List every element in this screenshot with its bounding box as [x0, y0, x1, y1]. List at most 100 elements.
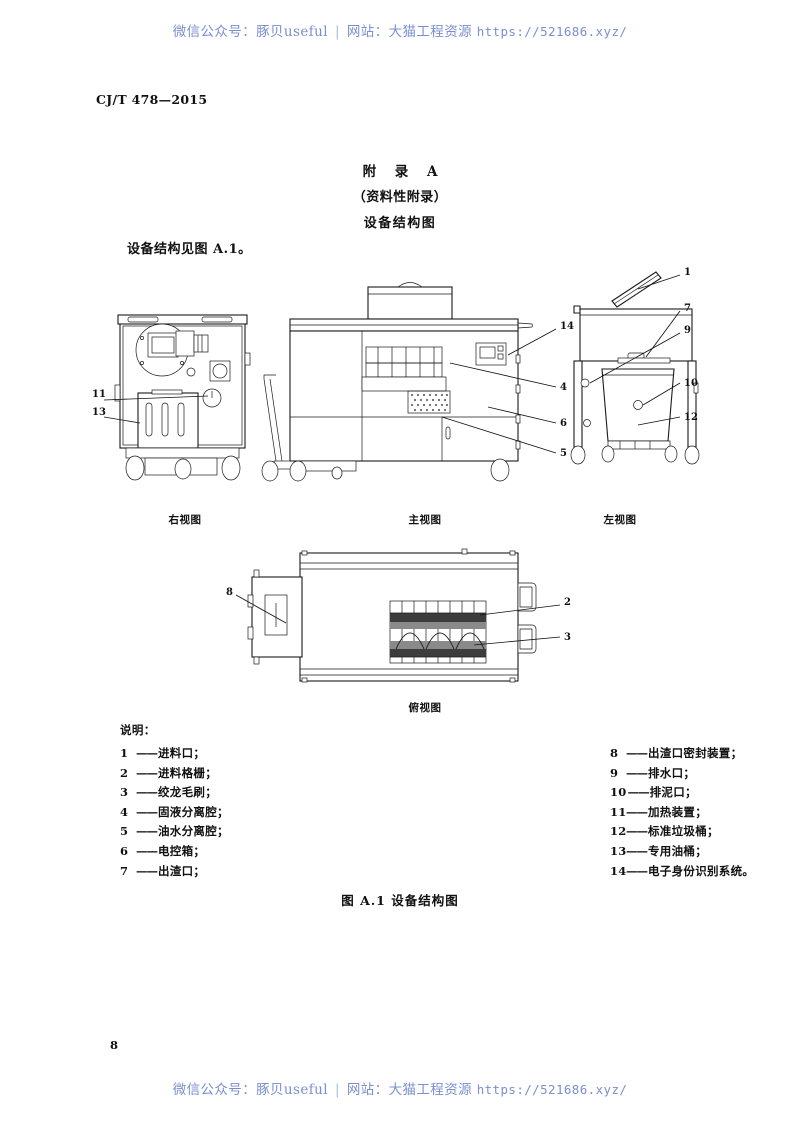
callout-10-left-view: 10 — [684, 378, 698, 389]
legend-item: 7 ——出渣口； — [120, 862, 410, 882]
legend-dash: —— — [136, 785, 158, 800]
watermark-separator: | — [334, 1082, 340, 1098]
callout-5-main-view: 5 — [560, 448, 567, 459]
legend-dash: —— — [626, 863, 648, 878]
callout-11-right-view: 11 — [92, 389, 106, 400]
legend-dash: —— — [626, 843, 648, 858]
legend-item-label: 标准垃圾桶； — [648, 824, 719, 839]
legend-item-label: 排水口； — [648, 765, 696, 780]
legend-item-label: 排泥口； — [649, 785, 697, 800]
legend-item-label: 出渣口； — [158, 863, 206, 878]
callout-13-right-view: 13 — [92, 407, 106, 418]
legend-item-label: 绞龙毛刷； — [158, 785, 217, 800]
legend-item: 10——排泥口； — [410, 783, 700, 803]
legend-item-number: 13 — [610, 843, 627, 858]
watermark-site-label: 网站：大猫工程资源 — [346, 1082, 472, 1098]
legend-dash: —— — [626, 804, 648, 819]
legend-dash: —— — [136, 765, 158, 780]
legend-dash: —— — [136, 843, 158, 858]
legend-item-label: 专用油桶； — [648, 843, 707, 858]
legend-item: 14——电子身份识别系统。 — [410, 862, 754, 882]
legend-item-label: 固液分离腔； — [158, 804, 229, 819]
legend-item: 6 ——电控箱； — [120, 842, 410, 862]
watermark-url: https://521686.xyz/ — [476, 24, 628, 39]
legend-item-number: 8 — [610, 746, 619, 760]
callout-2-top-view: 2 — [564, 597, 571, 608]
watermark-separator: | — [334, 24, 340, 40]
legend-item-number: 4 — [120, 804, 129, 819]
legend-item: 3 ——绞龙毛刷； — [120, 783, 410, 803]
watermark-wechat-label: 微信公众号：豚贝useful — [172, 1082, 328, 1098]
callout-7-left-view: 7 — [684, 303, 691, 314]
legend-item-number: 9 — [610, 765, 619, 780]
legend-item: 9 ——排水口； — [410, 764, 700, 784]
annex-name: 设备结构图 — [363, 216, 437, 231]
legend-item-label: 出渣口密封装置； — [648, 746, 743, 760]
legend-item-label: 油水分离腔； — [158, 824, 229, 839]
watermark-header: 微信公众号：豚贝useful | 网站：大猫工程资源 https://521686.… — [0, 20, 800, 40]
legend-title: 说明： — [120, 723, 156, 737]
legend-dash: —— — [627, 785, 650, 800]
legend-dash: —— — [626, 824, 648, 839]
callout-3-top-view: 3 — [564, 632, 571, 643]
legend-item-label: 电控箱； — [158, 843, 206, 858]
legend-item-number: 1 — [120, 746, 129, 760]
legend-item: 12——标准垃圾桶； — [410, 822, 719, 842]
view-caption-top: 俯视图 — [408, 702, 442, 714]
equipment-structure-figure: 11 13 — [90, 265, 710, 715]
annex-type: （资料性附录） — [352, 190, 448, 205]
legend-item-number: 3 — [120, 785, 129, 800]
watermark-site-label: 网站：大猫工程资源 — [346, 24, 472, 40]
main-view-drawing: 14 4 6 5 — [261, 282, 574, 482]
callout-8-top-view: 8 — [226, 587, 233, 598]
legend-item: 8 ——出渣口密封装置； — [410, 744, 742, 764]
legend-item-number: 7 — [120, 863, 129, 878]
watermark-wechat-label: 微信公众号：豚贝useful — [172, 24, 328, 40]
legend-dash: —— — [626, 746, 648, 760]
callout-12-left-view: 12 — [684, 412, 698, 423]
legend-dash: —— — [136, 824, 158, 839]
legend-item-number: 5 — [120, 824, 129, 839]
standard-code: CJ/T 478—2015 — [96, 92, 208, 107]
view-caption-right: 右视图 — [168, 514, 202, 526]
legend-item: 4 ——固液分离腔； — [120, 803, 410, 823]
right-view-drawing: 11 13 — [92, 314, 251, 481]
callout-1-left-view: 1 — [684, 267, 691, 278]
legend-item: 5 ——油水分离腔； — [120, 822, 410, 842]
view-caption-main: 主视图 — [408, 514, 442, 526]
figure-caption: 图 A.1 设备结构图 — [341, 893, 459, 908]
watermark-url: https://521686.xyz/ — [476, 1082, 628, 1097]
annex-label: 附 录 A — [362, 164, 445, 180]
callout-6-main-view: 6 — [560, 418, 567, 429]
legend-block: 说明： 1——进料口； 2——进料格栅； 3——绞龙毛刷； 4——固液分离腔； … — [120, 722, 754, 882]
legend-item: 1 ——进料口； — [120, 744, 410, 764]
callout-9-left-view: 9 — [684, 325, 691, 336]
legend-column-right: 8——出渣口密封装置； 9——排水口； 10——排泥口； 11——加热装置； 1… — [410, 744, 754, 882]
view-caption-left: 左视图 — [603, 514, 637, 526]
legend-item-label: 进料口； — [158, 746, 206, 760]
callout-4-main-view: 4 — [560, 382, 567, 393]
legend-dash: —— — [626, 765, 648, 780]
legend-item-label: 加热装置； — [648, 804, 707, 819]
legend-item: 13——专用油桶； — [410, 842, 707, 862]
left-view-drawing: 1 7 9 10 12 — [570, 267, 700, 465]
legend-item: 2——进料格栅； — [120, 764, 410, 784]
legend-column-left: 1——进料口； 2——进料格栅； 3——绞龙毛刷； 4——固液分离腔； 5——油… — [120, 744, 410, 881]
page-number: 8 — [110, 1038, 119, 1052]
callout-14-main-view: 14 — [560, 321, 574, 332]
top-view-drawing: 8 2 3 — [226, 548, 571, 683]
legend-dash: —— — [136, 746, 158, 760]
legend-item-number: 6 — [120, 843, 129, 858]
legend-item-label: 电子身份识别系统。 — [648, 863, 755, 878]
watermark-footer: 微信公众号：豚贝useful | 网站：大猫工程资源 https://521686.… — [0, 1078, 800, 1098]
intro-text: 设备结构见图 A.1。 — [127, 242, 252, 257]
legend-dash: —— — [136, 863, 158, 878]
legend-dash: —— — [136, 804, 158, 819]
legend-item-number: 11 — [610, 804, 627, 819]
legend-item-label: 进料格栅； — [158, 765, 217, 780]
legend-item: 11——加热装置； — [410, 803, 707, 823]
legend-item-number: 14 — [610, 863, 627, 878]
legend-item-number: 12 — [610, 824, 627, 839]
legend-item-number: 10 — [610, 785, 627, 800]
